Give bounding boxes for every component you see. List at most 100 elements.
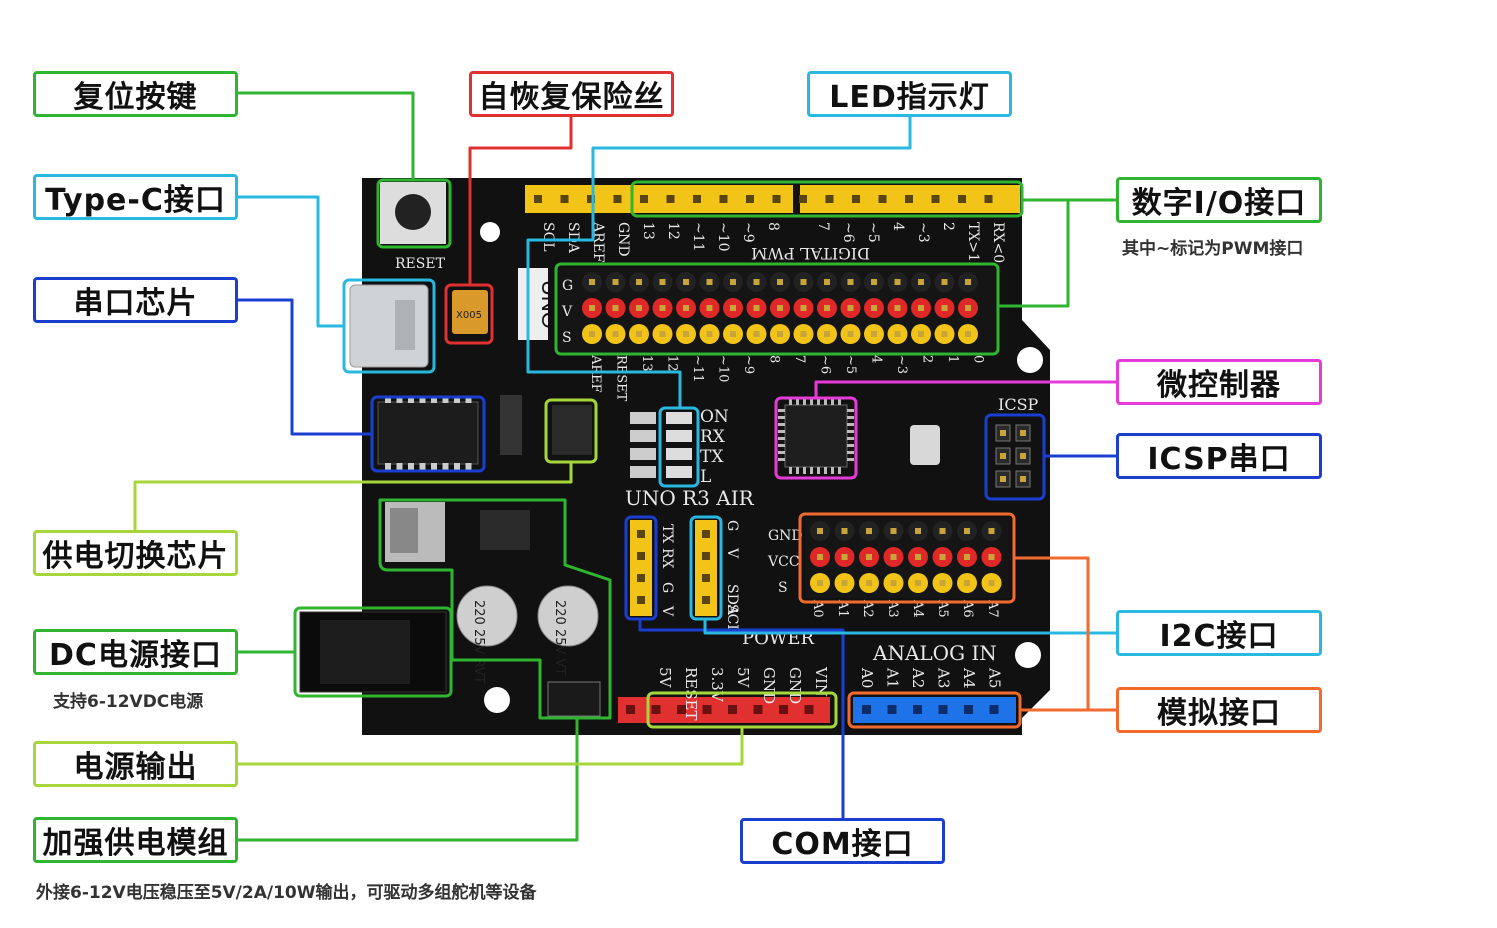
header-hole: [938, 705, 948, 714]
mcu-pin: [817, 467, 820, 474]
digital-io-note: 其中~标记为PWM接口: [1122, 239, 1304, 259]
mcu-pin: [824, 398, 827, 405]
pin-tip: [706, 305, 713, 311]
cap2-silk: 220 25V VT: [552, 600, 567, 675]
icsp-pin-tip: [1020, 430, 1026, 436]
pin-tip: [800, 331, 807, 337]
mcu-pin: [796, 467, 799, 474]
pin-tip: [915, 554, 921, 560]
header-hole: [887, 705, 897, 714]
pin-label: RESET: [614, 355, 629, 402]
header-hole: [878, 195, 887, 203]
chip-pin: [385, 396, 391, 403]
silk-on: ON: [700, 407, 729, 427]
chip-pin: [396, 463, 403, 470]
pin-tip: [988, 528, 995, 534]
silk-g: G: [562, 278, 573, 294]
mcu-pin: [778, 409, 785, 412]
pin-tip: [988, 554, 995, 560]
pin-tip: [777, 279, 783, 285]
pin-tip: [589, 331, 595, 337]
mcu-pin: [810, 467, 813, 474]
pin-tip: [612, 279, 619, 285]
pin-tip: [753, 331, 760, 337]
pin-tip: [777, 331, 783, 337]
mount-hole: [1015, 642, 1041, 668]
pin-tip: [890, 554, 897, 560]
mcu-pin: [778, 451, 785, 454]
com-pin-label: RX: [659, 548, 675, 569]
reset-button-cap: [395, 194, 431, 230]
pin-label: ~10: [716, 355, 731, 382]
mcu-pin: [847, 451, 854, 454]
reset-callout: 复位按键: [33, 71, 238, 117]
pin-tip: [988, 580, 995, 586]
header-hole: [799, 195, 807, 203]
pin-tip: [894, 305, 901, 311]
mount-hole: [1017, 347, 1043, 373]
pin-tip: [706, 331, 713, 337]
com-pin-label: TX: [659, 524, 675, 543]
analog-pin-label: A4: [960, 667, 978, 688]
i2c-pin-label: SDA: [724, 584, 740, 616]
pin-tip: [841, 580, 848, 586]
analog-row-label: A6: [960, 599, 975, 618]
digital-pwm-silk: DIGITAL PWM: [751, 244, 870, 263]
analog-row-label: A0: [810, 599, 825, 618]
pin-tip: [817, 554, 823, 560]
mcu-pin: [810, 398, 813, 405]
pin-tip: [659, 305, 666, 311]
analog-pin-label: A2: [909, 667, 927, 688]
com-pin-label: V: [659, 605, 675, 617]
mcu-pin: [803, 398, 806, 405]
analog-in-silk: ANALOG IN: [872, 641, 997, 665]
dc-power-callout: DC电源接口: [33, 629, 238, 675]
header-hole: [746, 195, 754, 203]
pin-tip: [706, 279, 713, 285]
pin-label: 13: [640, 222, 656, 240]
i2c-callout: I2C接口: [1116, 610, 1322, 656]
pin-label: 12: [665, 222, 681, 240]
mcu-pin: [847, 437, 854, 440]
analog-row-label: A4: [910, 599, 925, 618]
header-hole: [637, 574, 645, 582]
chip-pin: [465, 396, 472, 403]
pin-tip: [941, 331, 948, 337]
pin-tip: [589, 279, 595, 285]
pin-tip: [636, 305, 642, 311]
icsp-pin-tip: [1020, 453, 1026, 459]
header-hole: [964, 705, 973, 714]
pin-tip: [824, 279, 830, 285]
pin-tip: [683, 305, 689, 311]
mcu-pin: [838, 398, 841, 405]
header-hole: [931, 195, 940, 203]
pin-tip: [871, 331, 877, 337]
header-hole: [651, 705, 661, 714]
pin-label: TX>1: [965, 222, 981, 262]
analog-row-label: A7: [985, 599, 1000, 618]
chip-pin: [454, 463, 460, 470]
serial-chip-callout: 串口芯片: [33, 277, 238, 323]
icsp-pin-tip: [1000, 430, 1006, 436]
pin-label: ~5: [865, 222, 881, 243]
header-hole: [693, 195, 701, 203]
pin-tip: [800, 279, 807, 285]
analog-pin-label: A5: [986, 667, 1004, 688]
pin-tip: [894, 331, 901, 337]
pin-tip: [941, 279, 948, 285]
com-pin-label: G: [659, 582, 675, 593]
pin-label: ~3: [894, 355, 909, 374]
chip-pin: [442, 463, 449, 470]
icsp-pin-tip: [1020, 476, 1026, 482]
header-hole: [666, 195, 675, 203]
mcu-pin: [778, 458, 785, 461]
mcu-chip: [784, 404, 848, 468]
mcu-pin: [847, 423, 854, 426]
pin-tip: [871, 305, 877, 311]
digital-io-callout: 数字I/O接口: [1116, 177, 1322, 223]
pin-tip: [964, 554, 970, 560]
pin-label: RX<0: [990, 222, 1006, 263]
pin-tip: [817, 580, 823, 586]
mcu-pin: [847, 430, 854, 433]
header-hole: [702, 705, 712, 714]
